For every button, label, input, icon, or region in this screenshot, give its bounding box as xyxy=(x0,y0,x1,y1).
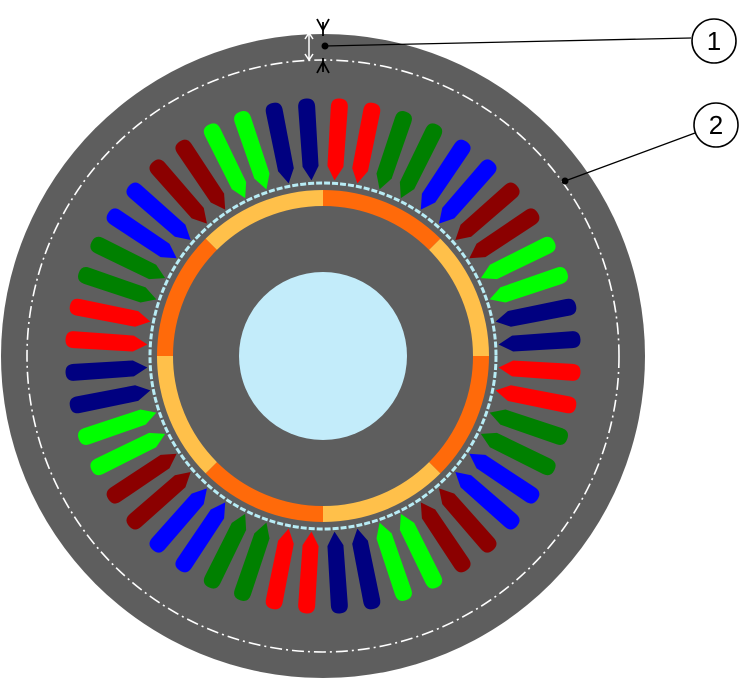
stator-slot-25 xyxy=(298,531,319,614)
rotor-magnet-7 xyxy=(157,238,217,356)
stator-slot-7 xyxy=(455,182,520,240)
stator-slot-37 xyxy=(65,331,148,352)
stator-slot-9 xyxy=(480,236,556,280)
stator-slot-29 xyxy=(175,502,226,573)
rotor-magnet-2 xyxy=(429,238,489,356)
callout-1-circle xyxy=(691,18,737,64)
stator-slot-22 xyxy=(376,522,412,602)
rotor-magnet-1 xyxy=(323,190,441,250)
airgap-line xyxy=(148,181,498,531)
stator-slot-41 xyxy=(106,208,177,259)
rotor-magnet-ring xyxy=(157,190,489,522)
stator-slot-10 xyxy=(489,267,569,303)
stator-slot-42 xyxy=(126,182,191,240)
thickness-dimension-marker xyxy=(304,18,330,74)
stator-slot-20 xyxy=(420,502,471,573)
stator-slot-14 xyxy=(495,385,577,414)
stator-slot-5 xyxy=(420,139,471,210)
stator-slot-28 xyxy=(203,513,247,589)
callout-2-circle xyxy=(693,102,739,148)
callout-2-anchor-dot xyxy=(561,177,569,185)
callout-1-anchor-dot xyxy=(321,42,329,50)
stator-slot-39 xyxy=(77,267,157,303)
stator-slot-12 xyxy=(498,331,581,352)
stator-slot-34 xyxy=(77,409,157,445)
stator-slot-4 xyxy=(399,123,443,199)
stator-slot-36 xyxy=(65,360,148,381)
rotor-magnet-4 xyxy=(323,462,441,522)
callout-1-label: 1 xyxy=(707,26,721,56)
stator-slot-44 xyxy=(175,139,226,210)
stator-slot-13 xyxy=(498,360,581,381)
stator-slot-26 xyxy=(265,528,294,610)
stator-slot-3 xyxy=(376,110,412,190)
rotor-magnet-8 xyxy=(205,190,323,250)
stator-slot-6 xyxy=(439,159,497,224)
stator-slot-38 xyxy=(69,298,151,327)
stator-slot-19 xyxy=(439,488,497,553)
stator-slot-15 xyxy=(489,409,569,445)
rotor-magnet-6 xyxy=(157,356,217,474)
stator-slot-31 xyxy=(126,472,191,530)
callout-2-label: 2 xyxy=(709,110,723,140)
stator-slot-24 xyxy=(327,531,348,614)
stator-slot-46 xyxy=(234,110,270,190)
callout-2-leader xyxy=(564,132,696,182)
stator-slot-1 xyxy=(327,98,348,181)
stator-slot-33 xyxy=(90,432,166,476)
stator-slot-43 xyxy=(149,159,207,224)
stator-slot-32 xyxy=(106,453,177,504)
rotor-magnet-3 xyxy=(429,356,489,474)
shaft xyxy=(239,272,407,440)
stator-slot-23 xyxy=(352,528,381,610)
stator-slot-21 xyxy=(399,513,443,589)
stator-slot-35 xyxy=(69,385,151,414)
stator-slot-47 xyxy=(265,102,294,184)
stator-slot-30 xyxy=(149,488,207,553)
stator-slot-27 xyxy=(234,522,270,602)
callout-1-leader xyxy=(324,37,692,47)
stator-slot-45 xyxy=(203,123,247,199)
stator-slot-2 xyxy=(352,102,381,184)
rotor-magnet-5 xyxy=(205,462,323,522)
stator-slot-11 xyxy=(495,298,577,327)
stator-slot-18 xyxy=(455,472,520,530)
stator-slot-16 xyxy=(480,432,556,476)
stator-slot-48 xyxy=(298,98,319,181)
stator-slot-8 xyxy=(469,208,540,259)
stator-slot-17 xyxy=(469,453,540,504)
stator-slots xyxy=(65,98,581,614)
stator-slot-40 xyxy=(90,236,166,280)
